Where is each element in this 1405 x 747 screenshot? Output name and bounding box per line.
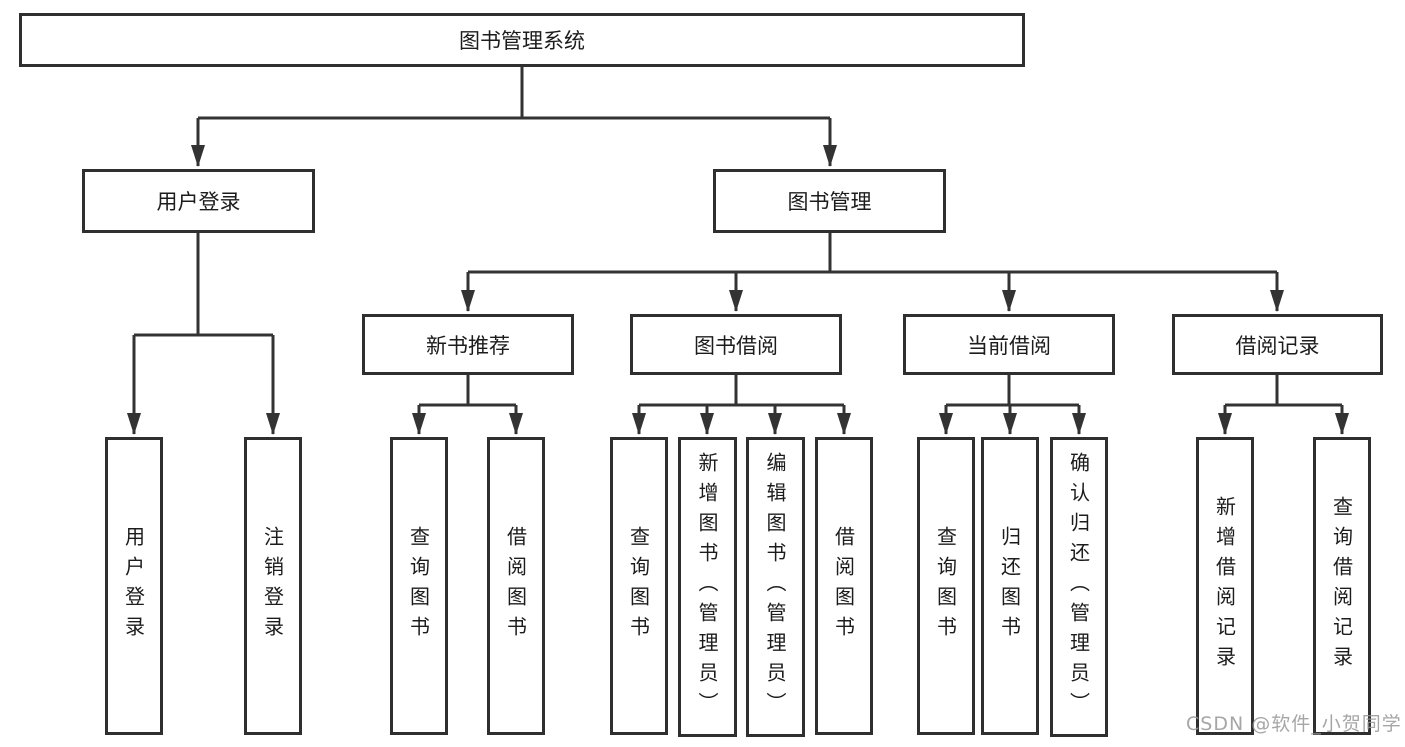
leaf-query-books-recommendation: 查询图书 bbox=[390, 437, 448, 735]
connector-borrowing-records-children bbox=[1218, 375, 1349, 435]
leaf-confirm-return-admin: 确认归还（管理员） bbox=[1050, 437, 1108, 737]
leaf-add-books-admin: 新增图书（管理员） bbox=[678, 437, 737, 737]
connector-root-to-level1 bbox=[191, 67, 837, 167]
connector-current-borrowing-children bbox=[939, 375, 1086, 435]
leaf-logout: 注销登录 bbox=[244, 437, 302, 735]
leaf-query-books-borrowing: 查询图书 bbox=[610, 437, 668, 735]
node-current-borrowing: 当前借阅 bbox=[903, 314, 1115, 375]
node-user-login: 用户登录 bbox=[82, 169, 315, 233]
connector-new-book-recommendation-children bbox=[412, 375, 523, 435]
leaf-return-books: 归还图书 bbox=[981, 437, 1039, 735]
connector-user-login-children bbox=[127, 233, 280, 435]
leaf-query-books-current: 查询图书 bbox=[917, 437, 975, 735]
leaf-query-borrow-record: 查询借阅记录 bbox=[1313, 437, 1371, 735]
leaf-edit-books-admin: 编辑图书（管理员） bbox=[746, 437, 805, 737]
connector-book-management-children bbox=[461, 233, 1284, 312]
node-borrowing-records: 借阅记录 bbox=[1172, 314, 1383, 375]
node-library-management-system: 图书管理系统 bbox=[19, 13, 1025, 67]
connector-book-borrowing-children bbox=[632, 375, 851, 435]
node-new-book-recommendation: 新书推荐 bbox=[362, 314, 574, 375]
leaf-borrow-books-recommendation: 借阅图书 bbox=[487, 437, 545, 735]
leaf-borrow-books: 借阅图书 bbox=[815, 437, 873, 735]
csdn-watermark: CSDN @软件_小贺同学 bbox=[1186, 713, 1402, 735]
node-book-management: 图书管理 bbox=[713, 169, 946, 233]
leaf-add-borrow-record: 新增借阅记录 bbox=[1196, 437, 1254, 735]
leaf-user-login: 用户登录 bbox=[105, 437, 163, 735]
node-book-borrowing: 图书借阅 bbox=[630, 314, 842, 375]
